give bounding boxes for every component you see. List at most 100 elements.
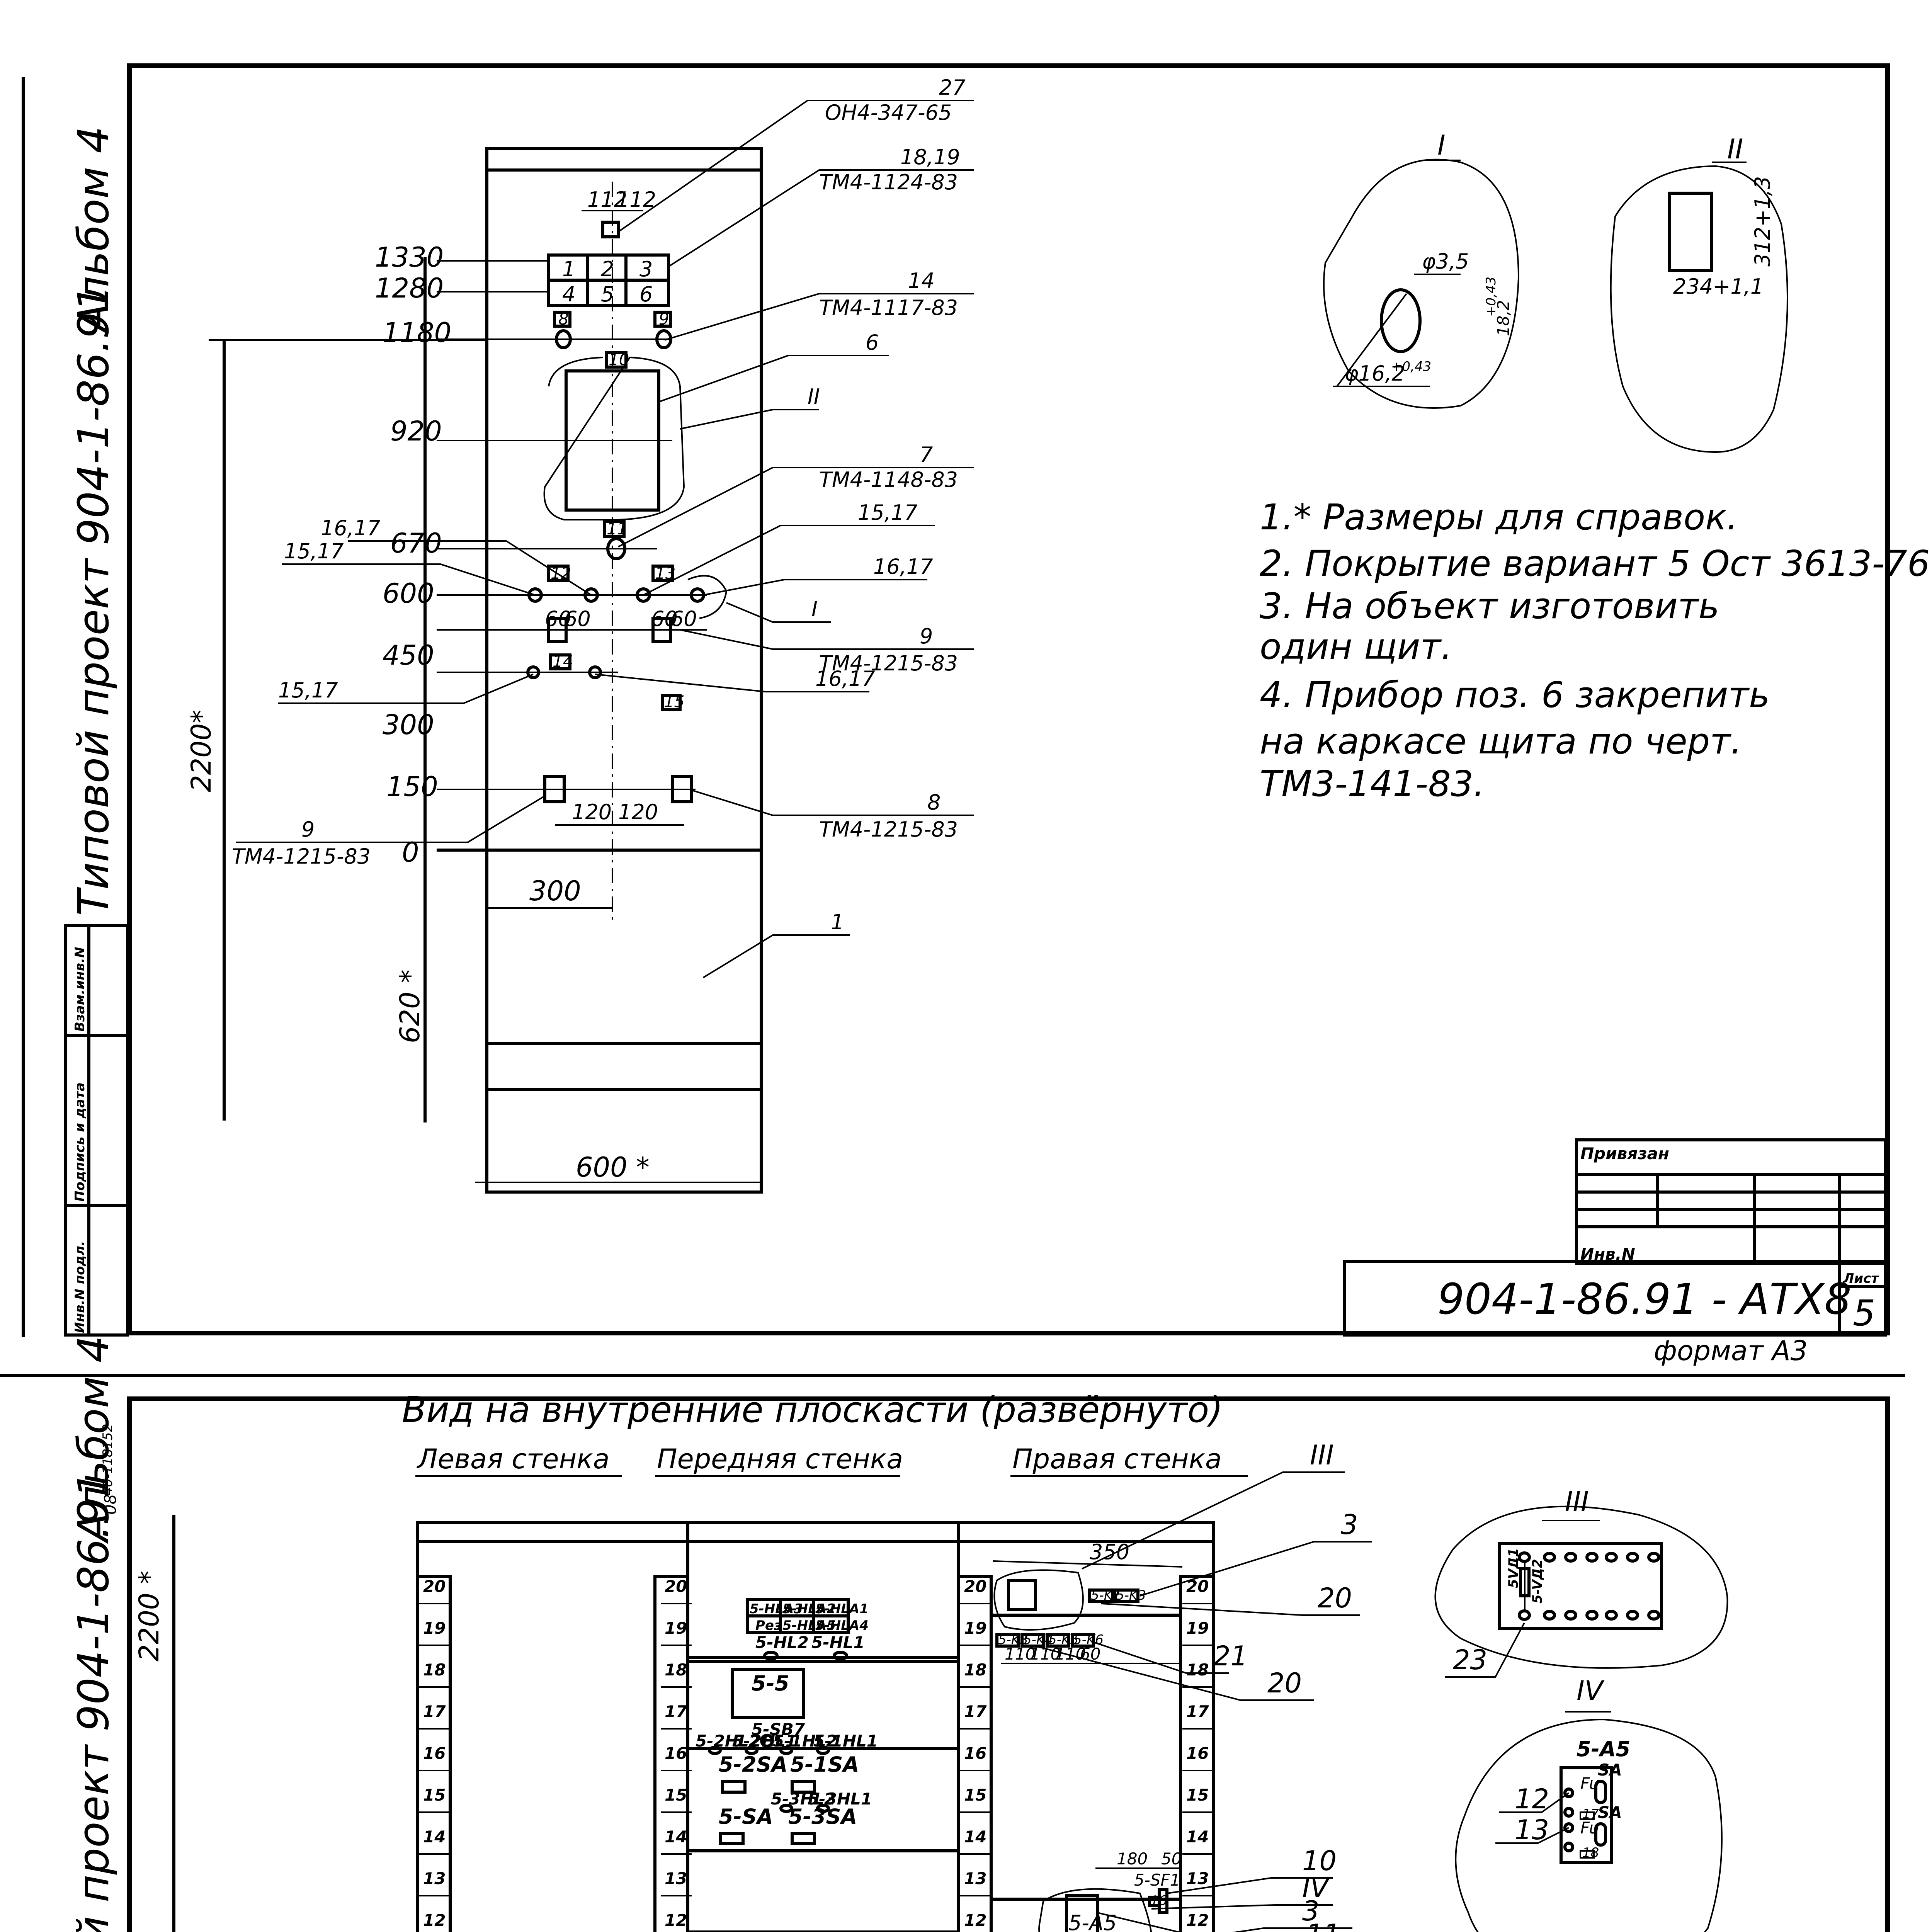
- device-5-5: [731, 1668, 805, 1719]
- mounting-hole: [1564, 1552, 1577, 1563]
- switch-5-SA: [719, 1832, 745, 1845]
- dim-110: 110: [1030, 1645, 1061, 1663]
- level-920: 920: [390, 415, 442, 447]
- tag-11-box: [603, 520, 626, 538]
- leader: [1151, 1904, 1333, 1910]
- rail-number: 14: [964, 1827, 986, 1846]
- detail-III: III 5VД1 5-VД2 23: [1434, 1486, 1728, 1678]
- lamp-5-HL1: [833, 1651, 848, 1661]
- leader: [1495, 1827, 1569, 1844]
- diode-symbol: [1519, 1567, 1531, 1597]
- rail-right-1: [957, 1575, 993, 1932]
- project-side-sub2: 40-118152: [100, 1424, 116, 1495]
- rail-right-2: [1179, 1575, 1215, 1932]
- rail-number: 16: [964, 1744, 986, 1763]
- rail-number: 16: [423, 1744, 446, 1763]
- callout-1: 1: [831, 910, 844, 934]
- dim-180: 180: [1117, 1849, 1148, 1868]
- tag-12-box: [547, 565, 570, 582]
- breaker-5-SF1-label: 5-SF1: [1134, 1871, 1180, 1889]
- callout-13: 13: [1515, 1814, 1549, 1846]
- leader: [1232, 1927, 1352, 1932]
- rail-number: 19: [964, 1619, 986, 1638]
- leader: [1035, 1645, 1314, 1701]
- leader: [595, 673, 869, 692]
- dim-600: 600 *: [576, 1151, 650, 1183]
- leader: [617, 100, 974, 233]
- mounting-hole: [1564, 1610, 1577, 1621]
- front-wall: 5-HLA3 5-HLA2 5-HLA1 Рез 5-HLA5 5-HLA4 5…: [688, 1598, 958, 1932]
- callout-10: 10: [1302, 1845, 1337, 1877]
- dim-50: 50: [1161, 1849, 1182, 1868]
- sheet-number: 5: [1853, 1293, 1876, 1334]
- rail-number: 13: [423, 1869, 446, 1888]
- leader: [680, 629, 974, 650]
- rail-number: 18: [665, 1660, 687, 1679]
- relay-label: 5-K6: [1073, 1632, 1104, 1648]
- detail-I-hole-dia: φ3,5: [1422, 249, 1469, 274]
- rail-number: 16: [1186, 1744, 1209, 1763]
- switch-5-3SA: [791, 1832, 816, 1845]
- switch-5-3SA-label: 5-3SA: [788, 1804, 857, 1829]
- drawing-code: 904-1-86.91 - АТХ8: [1437, 1274, 1852, 1324]
- lamp-5-HL2: [763, 1651, 779, 1661]
- format-label: формат А3: [1654, 1335, 1808, 1367]
- toggle-switch-1: [1594, 1780, 1607, 1804]
- rail-number: 12: [1186, 1911, 1209, 1930]
- note-3b: один щит.: [1260, 626, 1452, 667]
- rail-number: 13: [964, 1869, 986, 1888]
- grid-cell-6: 6: [639, 282, 653, 306]
- mounting-hole: [1543, 1610, 1556, 1621]
- level-150: 150: [386, 771, 438, 803]
- wall-label-left: Левая стенка: [416, 1443, 610, 1475]
- rail-number: 18: [964, 1660, 986, 1679]
- mounting-hole: [1647, 1552, 1660, 1563]
- note-1: 1.* Размеры для справок.: [1260, 497, 1738, 538]
- callout-8: 8: [927, 790, 940, 815]
- callout-9-a: 9: [920, 624, 933, 648]
- detail-III-holes: [1518, 1551, 1660, 1621]
- button-5-SB7-label: 5-SB7: [752, 1720, 805, 1739]
- lamp: [779, 1746, 793, 1755]
- tag-11: 11: [607, 519, 627, 538]
- detail-I-dia: φ16,2: [1345, 361, 1405, 386]
- callouts-bottom: III 3 20 21 20 10 IV 3 11 22 3 4 24: [1035, 1439, 1372, 1932]
- side-stamp: Взам.инв.N Подпись и дата Инв.N подл.: [64, 924, 129, 1337]
- walls-outline: [416, 1521, 1215, 1932]
- lamp-cell: 5-HLA3: [750, 1601, 803, 1617]
- rail-number: 14: [665, 1827, 687, 1846]
- rail-number: 15: [964, 1786, 986, 1804]
- mounting-hole: [1585, 1610, 1599, 1621]
- cabinet-front-view: 112 112 1 2 3 4 5 6 8 9 10: [185, 147, 763, 1194]
- detail-IV-unit: 5-A5: [1577, 1737, 1630, 1761]
- callout-15-17-c: 15,17: [278, 678, 338, 702]
- sheet-top-frame: [127, 63, 1890, 1335]
- switch-5-2SA: [721, 1780, 747, 1794]
- tag-8-box: [553, 311, 571, 328]
- detail-III-outline: [1434, 1505, 1728, 1669]
- dim-60-d: 60: [670, 607, 697, 631]
- mounting-hole: [1647, 1610, 1660, 1621]
- lamp-5-3HL2: [779, 1804, 793, 1813]
- tag-15: 15: [664, 692, 684, 711]
- callout-IV: IV: [1302, 1872, 1330, 1904]
- leader: [1097, 1912, 1182, 1932]
- dim-120-b: 120: [618, 800, 658, 824]
- callout-3-b: 3: [1302, 1895, 1320, 1927]
- dim-110: 110: [1055, 1645, 1086, 1663]
- cabinet-body: [485, 147, 763, 1194]
- dim-300: 300: [529, 875, 581, 907]
- rail-number: 17: [964, 1702, 987, 1721]
- device-6-outline: [543, 356, 685, 520]
- lamp-cell: 5-HLA5: [782, 1618, 836, 1633]
- tag-10: 10: [609, 350, 629, 369]
- indicator: [1563, 1842, 1574, 1852]
- rail-left-1: [416, 1575, 452, 1932]
- callout-23: 23: [1453, 1644, 1487, 1676]
- callout-16-17-a: 16,17: [321, 516, 381, 540]
- note-4c: ТМ3-141-83.: [1260, 763, 1485, 804]
- dim-60-b: 60: [564, 607, 591, 631]
- detail-I: I φ3,5 φ16,2 +0,43 18,2 +0,43: [1323, 129, 1520, 409]
- unit-5-A5-label: 5-A5: [1068, 1911, 1117, 1932]
